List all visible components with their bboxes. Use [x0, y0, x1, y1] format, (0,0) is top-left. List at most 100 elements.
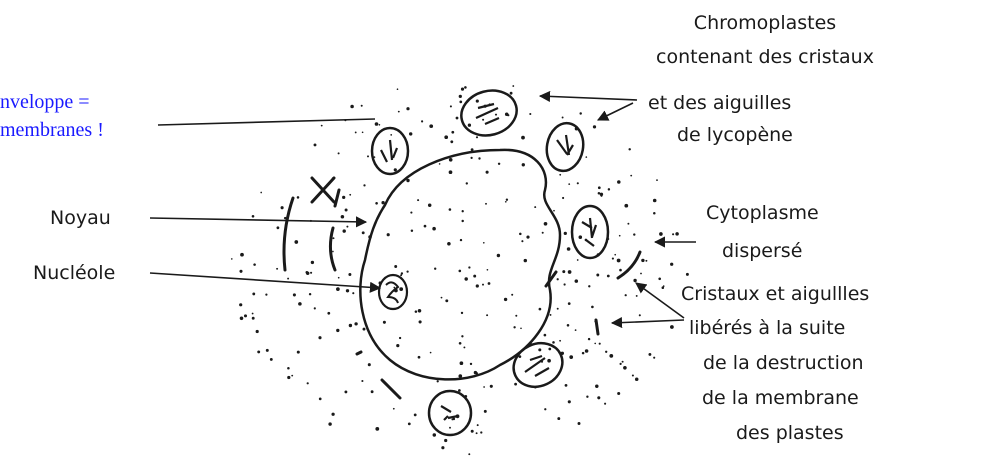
cytoplasm-dot	[461, 312, 463, 314]
cytoplasm-dot	[449, 170, 453, 174]
cytoplasm-dot	[579, 112, 581, 114]
cytoplasm-dot	[635, 378, 639, 382]
cytoplasm-dot	[460, 361, 464, 365]
cytoplasm-dot	[515, 315, 517, 317]
cytoplasm-dot	[544, 408, 546, 410]
cytoplasm-dot	[451, 131, 454, 134]
cytoplasm-dot	[400, 274, 402, 276]
cytoplasm-dot	[653, 199, 657, 203]
cytoplasm-dot	[505, 201, 507, 203]
nucleolus-shape	[379, 275, 407, 309]
cytoplasm-dot	[476, 284, 479, 287]
cytoplasm-dot	[281, 206, 284, 209]
cytoplasm-dot	[291, 375, 293, 377]
cytoplasm-dot	[367, 155, 369, 157]
cytoplasm-dot	[620, 363, 622, 365]
cytoplasm-dot	[514, 383, 517, 386]
cytoplasm-dot	[565, 384, 568, 387]
cytoplasm-dot	[239, 303, 242, 306]
cytoplasm-dot	[476, 100, 479, 103]
cytoplasm-dot	[482, 284, 484, 286]
cytoplasm-dot	[331, 413, 334, 416]
cytoplasm-dot	[510, 92, 513, 95]
cytoplasm-dot	[586, 396, 588, 398]
cytoplasm-dot	[432, 227, 436, 231]
cytoplasm-dot	[253, 263, 256, 266]
cytoplasm-dot	[473, 275, 476, 278]
cytoplasm-dot	[539, 308, 542, 311]
cytoplasm-dot	[495, 114, 497, 116]
nucleole-label: Nucléole	[33, 260, 115, 286]
cytoplasm-dot	[617, 180, 621, 184]
cytoplasm-dot	[648, 353, 651, 356]
cytoplasm-dot	[466, 182, 468, 184]
cytoplasm-dot	[506, 199, 508, 201]
cytoplasm-dot	[534, 206, 536, 208]
cytoplasm-dot	[605, 351, 607, 353]
pointer-lines	[150, 96, 696, 323]
cytoplasm-dot	[488, 282, 491, 285]
cytoplasm-dot	[464, 86, 467, 89]
cytoplasm-dot	[445, 299, 448, 302]
cytoplasm-dot	[564, 283, 566, 285]
cytoplasm-dot	[354, 322, 357, 325]
cytoplasm-dot	[513, 326, 515, 328]
cytoplasm-dot	[461, 88, 464, 91]
cytoplasm-dot	[344, 390, 347, 393]
cytoplasm-dot	[439, 163, 441, 165]
cytoplasm-dot	[591, 306, 594, 309]
cytoplasm-dot	[505, 113, 509, 117]
cytoplasm-dot	[383, 321, 386, 324]
cytoplasm-dot	[575, 279, 579, 283]
cytoplasm-dot	[477, 424, 479, 426]
cytoplasm-dot	[659, 232, 663, 236]
cytoplasm-dot	[343, 229, 346, 232]
cytoplasm-dot	[640, 273, 642, 275]
cytoplasm-dot	[575, 329, 577, 331]
cytoplasm-dot	[441, 297, 443, 299]
cytoplasm-dot	[349, 194, 351, 196]
cytoplasm-dot	[609, 354, 613, 358]
cytoplasm-dot	[307, 382, 309, 384]
cytoplasm-dot	[653, 357, 655, 359]
cytoplasm-dot	[521, 240, 523, 242]
cytoplasm-dot	[441, 446, 444, 449]
cytoplasm-dot	[287, 278, 289, 280]
cytoplasm-dot	[564, 232, 567, 235]
cytoplasm-dot	[498, 163, 500, 165]
cytoplasm-dot	[461, 220, 463, 222]
cytoplasm-dot	[231, 258, 233, 260]
cytoplasm-dot	[459, 342, 462, 345]
cytoplasm-dot	[462, 210, 464, 212]
cytoplasm-dot	[617, 259, 621, 263]
cytoplasm-dot	[641, 259, 644, 262]
cytoplasm-dot	[410, 212, 412, 214]
cytoplasm-dot	[424, 225, 427, 228]
chromoplastes-label-line1: Chromoplastes	[600, 10, 930, 36]
cytoplasm-dot	[434, 268, 436, 270]
cytoplasm-dot	[336, 287, 340, 291]
cytoplasm-dot	[612, 258, 614, 260]
cytoplasm-dot	[463, 346, 465, 348]
cytoplasm-dot	[361, 380, 363, 382]
cytoplasm-dot	[310, 272, 312, 274]
cytoplasm-dot	[297, 351, 300, 354]
cytoplasm-dot	[569, 355, 573, 359]
cytoplasm-dot	[396, 344, 399, 347]
cytoplasm-dot	[411, 230, 413, 232]
cytoplasm-dot	[406, 270, 408, 272]
cytoplasm-dot	[663, 285, 665, 287]
cytoplasm-dot	[256, 330, 259, 333]
cytoplasm-dot	[470, 363, 472, 365]
cytoplasm-dot	[562, 197, 564, 199]
cytoplasm-dot	[252, 313, 254, 315]
cytoplasm-dot	[418, 356, 421, 359]
cytoplasm-dot	[345, 209, 348, 212]
cytoplasm-dot	[336, 329, 339, 332]
cytoplasm-dot	[476, 136, 478, 138]
cytoplasm-dot	[633, 233, 635, 235]
cytoplasm-dot	[686, 273, 689, 276]
cristaux-label-line1: Cristaux et aigullles	[681, 281, 869, 307]
cytoplasm-dot	[239, 270, 242, 273]
cytoplasm-dot	[449, 158, 453, 162]
